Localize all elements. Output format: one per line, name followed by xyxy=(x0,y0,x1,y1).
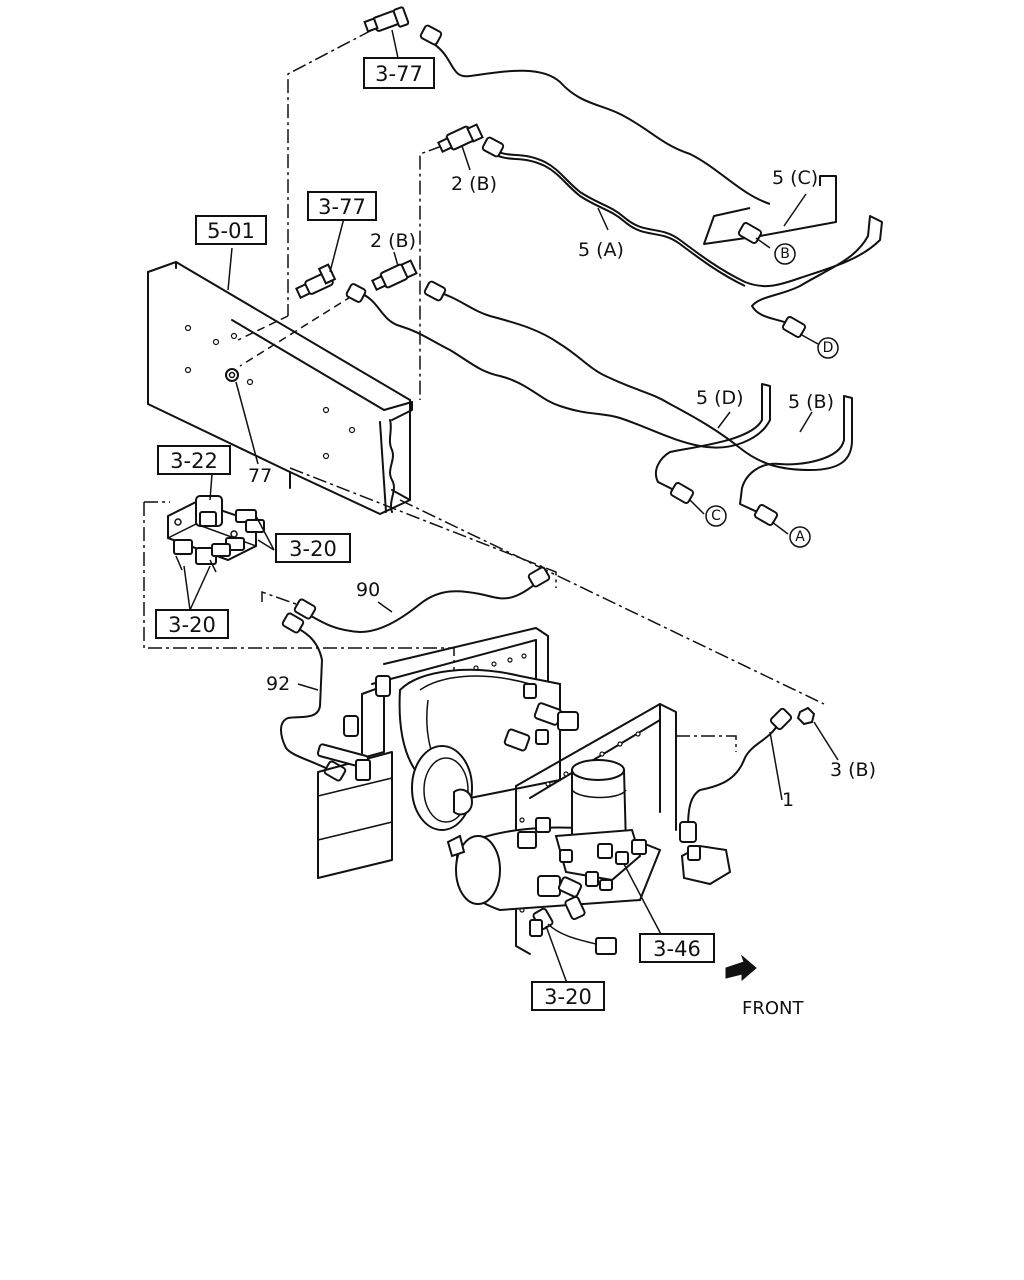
ref-box-3-22: 3-22 xyxy=(157,445,231,475)
nut-3b xyxy=(796,706,816,726)
svg-text:A: A xyxy=(795,529,805,545)
svg-text:3-20: 3-20 xyxy=(289,537,337,561)
pipe-5b xyxy=(431,289,853,517)
svg-text:B: B xyxy=(780,246,790,262)
ref-box-3-20-c: 3-20 xyxy=(531,981,605,1011)
connector-mark-d: D xyxy=(817,337,839,359)
union-fitting-2b-top xyxy=(437,123,484,153)
nut-90-b xyxy=(527,566,551,588)
ref-box-5-01: 5-01 xyxy=(195,215,267,245)
label-2b-mid: 2 (B) xyxy=(370,230,416,252)
connector-mark-c: C xyxy=(705,505,727,527)
label-2b-top: 2 (B) xyxy=(451,173,497,195)
pipe-5c xyxy=(433,38,837,245)
ref-box-3-46: 3-46 xyxy=(639,933,715,963)
label-92: 92 xyxy=(266,673,290,695)
tee-fitting-mid xyxy=(295,263,337,299)
nut-top-pipe xyxy=(419,24,443,46)
label-1: 1 xyxy=(782,789,794,811)
fittings xyxy=(281,6,816,843)
svg-text:5-01: 5-01 xyxy=(207,219,255,243)
front-arrow-icon xyxy=(725,954,757,982)
ref-box-3-20-a: 3-20 xyxy=(275,533,351,563)
pipe-92 xyxy=(280,623,331,771)
ref-box-3-20-b: 3-20 xyxy=(155,609,229,639)
svg-text:3-77: 3-77 xyxy=(375,62,423,86)
nut-92-b xyxy=(323,760,347,782)
ref-box-3-77-top: 3-77 xyxy=(363,57,435,89)
svg-text:3-46: 3-46 xyxy=(653,937,701,961)
svg-text:C: C xyxy=(711,508,721,524)
nut-92-a xyxy=(281,612,305,634)
union-fitting-2b-mid xyxy=(371,259,418,291)
pipe-5a xyxy=(489,147,883,327)
nut-pipe-1-bottom xyxy=(679,821,697,843)
nut-5a xyxy=(481,136,505,158)
tee-fitting-top xyxy=(363,6,410,33)
nut-a-end xyxy=(753,504,779,526)
label-5d: 5 (D) xyxy=(696,387,744,409)
svg-text:3-20: 3-20 xyxy=(168,613,216,637)
label-5a: 5 (A) xyxy=(578,239,624,261)
nut-5b xyxy=(423,280,447,302)
nut-d-end xyxy=(781,316,807,338)
valve-block-3-22 xyxy=(167,495,265,573)
air-tank-assembly xyxy=(316,627,732,955)
nut-c-end xyxy=(669,482,695,504)
nut-b-end xyxy=(737,222,763,244)
svg-text:3-20: 3-20 xyxy=(544,985,592,1009)
label-5b: 5 (B) xyxy=(788,391,834,413)
connector-mark-b: B xyxy=(774,243,796,265)
pipes xyxy=(280,38,883,829)
svg-text:3-77: 3-77 xyxy=(318,195,366,219)
label-front: FRONT xyxy=(742,998,804,1019)
reference-lines xyxy=(143,29,825,752)
nut-pipe-1-top xyxy=(769,707,793,731)
pipe-5d xyxy=(357,291,771,495)
connector-mark-a: A xyxy=(789,526,811,548)
label-77: 77 xyxy=(248,465,272,487)
nut-90-a xyxy=(293,598,317,620)
svg-text:D: D xyxy=(823,340,834,356)
pipe-1 xyxy=(687,723,779,829)
svg-text:3-22: 3-22 xyxy=(170,449,218,473)
ref-box-3-77-mid: 3-77 xyxy=(307,191,377,221)
leader-lines xyxy=(183,29,839,987)
label-3b: 3 (B) xyxy=(830,759,876,781)
frame-rail xyxy=(147,261,413,515)
label-5c: 5 (C) xyxy=(772,167,818,189)
label-90: 90 xyxy=(356,579,380,601)
nut-5d xyxy=(345,283,367,303)
pipe-90 xyxy=(299,579,541,633)
